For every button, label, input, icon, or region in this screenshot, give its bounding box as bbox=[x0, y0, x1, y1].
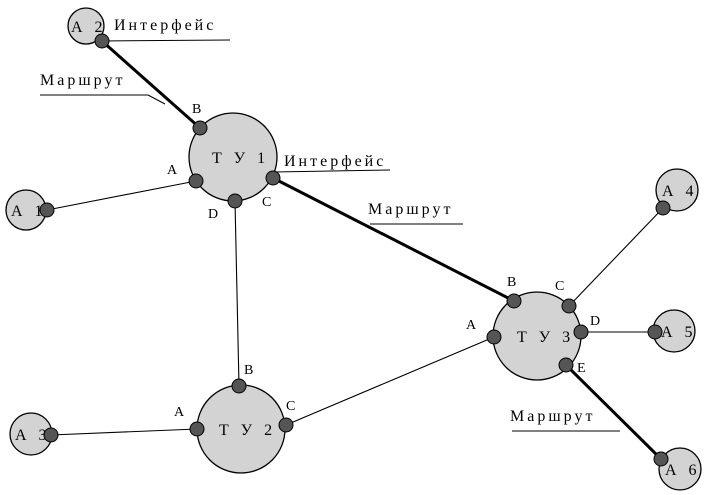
port-tu1-c[interactable] bbox=[265, 170, 281, 186]
leader-route-top-diag bbox=[147, 94, 166, 105]
port-tu3-c[interactable] bbox=[561, 298, 577, 314]
node-tu2[interactable]: Т У 2 bbox=[196, 384, 286, 474]
node-a6-label: А 6 bbox=[665, 462, 701, 479]
node-a4[interactable]: А 4 bbox=[655, 168, 699, 212]
port-tu2-c[interactable] bbox=[278, 417, 294, 433]
node-a3[interactable]: А 3 bbox=[9, 412, 53, 456]
port-label-tu3-d: D bbox=[590, 314, 600, 329]
port-label-tu3-e: E bbox=[577, 361, 586, 376]
annotation-interface-top: Интерфейс bbox=[114, 17, 216, 34]
node-a5-label: А 5 bbox=[661, 324, 697, 341]
port-label-tu3-a: A bbox=[466, 318, 477, 333]
link-a1-tu1 bbox=[46, 180, 197, 211]
node-a5[interactable]: А 5 bbox=[652, 309, 697, 353]
port-label-tu1-b: B bbox=[192, 102, 201, 117]
port-tu1-b[interactable] bbox=[192, 120, 208, 136]
annotation-route-middle: Маршрут bbox=[368, 201, 453, 218]
link-tu3-a6 bbox=[564, 363, 663, 461]
node-a1-label: А 1 bbox=[11, 203, 47, 220]
port-a3[interactable] bbox=[43, 427, 59, 443]
link-tu1-tu3 bbox=[272, 176, 515, 303]
link-tu3-a4 bbox=[568, 207, 664, 307]
annotation-route-bottom: Маршрут bbox=[510, 408, 595, 425]
port-a2[interactable] bbox=[94, 33, 110, 49]
link-a2-tu1 bbox=[101, 39, 201, 130]
link-tu2-tu3 bbox=[285, 336, 495, 426]
port-label-tu2-b: B bbox=[244, 363, 253, 378]
node-a3-label: А 3 bbox=[15, 427, 51, 444]
port-tu3-e[interactable] bbox=[558, 357, 574, 373]
port-label-tu1-d: D bbox=[208, 207, 218, 222]
node-a2[interactable]: А 2 bbox=[67, 7, 107, 45]
port-label-tu2-c: C bbox=[286, 399, 295, 414]
node-tu3-label: Т У 3 bbox=[517, 329, 574, 346]
port-tu3-b[interactable] bbox=[506, 293, 522, 309]
annotation-interface-tu1: Интерфейс bbox=[284, 153, 386, 170]
port-tu2-b[interactable] bbox=[231, 378, 247, 394]
port-label-tu3-c: C bbox=[555, 279, 564, 294]
port-tu2-a[interactable] bbox=[189, 421, 205, 437]
node-tu1-label: Т У 1 bbox=[212, 150, 269, 167]
port-a1[interactable] bbox=[39, 202, 55, 218]
port-tu1-a[interactable] bbox=[188, 173, 204, 189]
port-a5[interactable] bbox=[647, 324, 663, 340]
port-tu3-d[interactable] bbox=[573, 324, 589, 340]
leader-interface-tu1 bbox=[273, 169, 391, 173]
port-label-tu1-a: A bbox=[167, 163, 178, 178]
annotation-route-top: Маршрут bbox=[40, 72, 125, 89]
link-a3-tu2 bbox=[50, 428, 198, 436]
port-a4[interactable] bbox=[655, 200, 671, 216]
link-tu1-tu2 bbox=[234, 200, 240, 387]
node-tu2-label: Т У 2 bbox=[219, 422, 276, 439]
port-a6[interactable] bbox=[653, 451, 669, 467]
node-a2-label: А 2 bbox=[71, 19, 107, 36]
leader-interface-top bbox=[101, 39, 231, 42]
node-a4-label: А 4 bbox=[662, 183, 698, 200]
port-label-tu1-c: C bbox=[262, 195, 271, 210]
port-tu3-a[interactable] bbox=[486, 329, 502, 345]
port-label-tu3-b: B bbox=[507, 275, 516, 290]
port-tu1-d[interactable] bbox=[227, 193, 243, 209]
node-a6[interactable]: А 6 bbox=[658, 447, 702, 491]
port-label-tu2-a: A bbox=[174, 405, 185, 420]
